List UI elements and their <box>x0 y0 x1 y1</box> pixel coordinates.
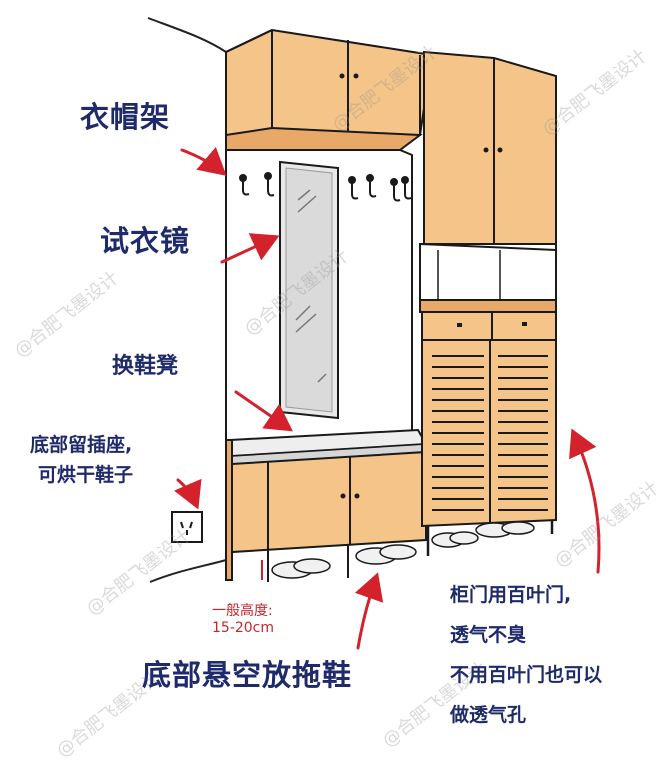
louver-note-line2: 透气不臭 <box>450 624 527 646</box>
arrow-socket <box>173 478 202 510</box>
label-bench: 换鞋凳 <box>112 354 179 379</box>
louvered-doors <box>421 339 557 528</box>
label-coat-rack: 衣帽架 <box>80 100 171 134</box>
arrow-bench <box>234 390 293 432</box>
label-mirror: 试衣镜 <box>100 224 191 258</box>
label-socket-line2: 可烘干鞋子 <box>38 464 134 486</box>
right-open-shelf <box>419 243 557 313</box>
height-note-line2: 15-20cm <box>212 620 275 636</box>
height-note-line1: 一般高度: <box>212 603 273 619</box>
slippers-left <box>271 544 417 579</box>
power-socket-icon <box>171 511 203 543</box>
louver-note-line4: 做透气孔 <box>450 704 527 726</box>
mirror <box>279 160 339 420</box>
arrow-mirror <box>220 233 280 264</box>
red-arrows <box>173 146 601 650</box>
label-bottom-note: 底部悬空放拖鞋 <box>142 658 353 692</box>
right-upper-cabinet <box>423 50 557 245</box>
louver-note-line1: 柜门用百叶门, <box>450 584 572 606</box>
left-lower-cabinet <box>225 439 427 582</box>
right-drawers <box>421 311 557 341</box>
arrow-bottom <box>354 572 384 650</box>
right-legs <box>426 520 554 556</box>
arrow-coat-rack <box>180 146 227 176</box>
louver-note-line3: 不用百叶门也可以 <box>450 664 603 686</box>
slippers-right <box>431 521 535 548</box>
label-socket-line1: 底部留插座, <box>30 434 133 456</box>
arrow-louver <box>569 428 601 574</box>
coat-hooks <box>239 172 412 202</box>
